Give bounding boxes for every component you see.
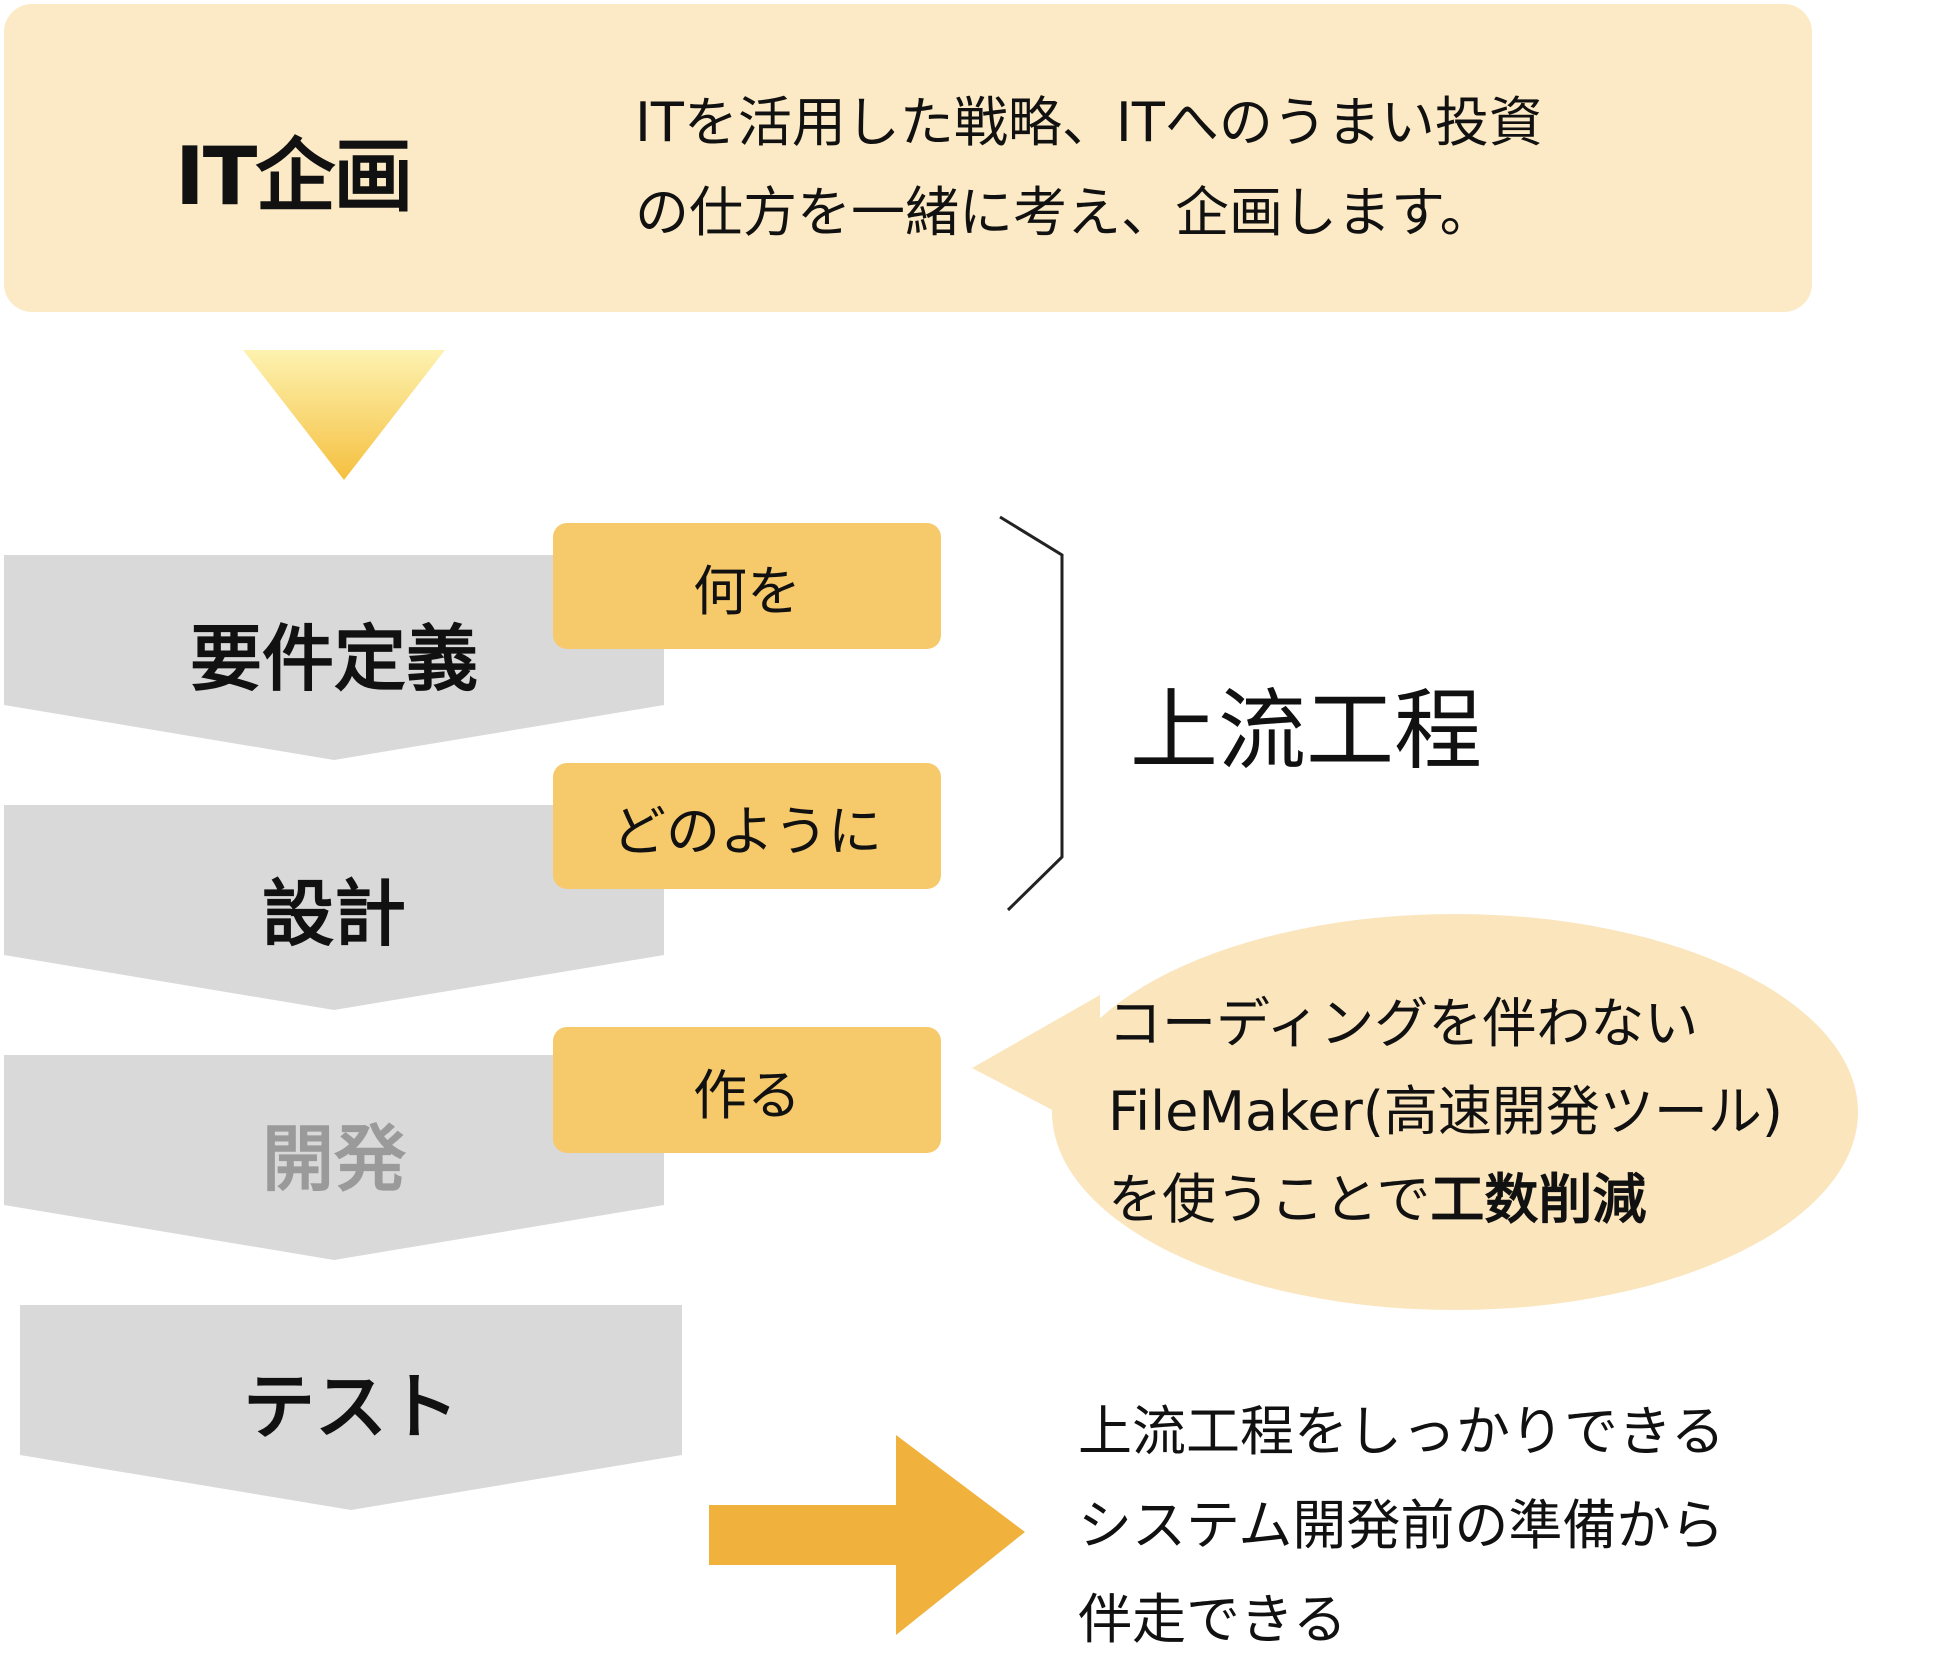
planning-title: IT企画: [175, 130, 413, 223]
tag-what: 何を: [553, 523, 941, 649]
chevron-requirements: [4, 555, 664, 760]
conclusion-line2: システム開発前の準備から: [1078, 1494, 1725, 1557]
conclusion-text: 上流工程をしっかりできる システム開発前の準備から 伴走できる: [1078, 1385, 1725, 1667]
upstream-bracket: [999, 515, 1064, 912]
planning-box: [4, 4, 1812, 312]
step-requirements-label: 要件定義: [189, 617, 478, 701]
down-arrow-triangle: [243, 350, 445, 480]
planning-description: ITを活用した戦略、ITへのうまい投資 の仕方を一緒に考え、企画します。: [635, 78, 1543, 258]
tag-make: 作る: [553, 1027, 941, 1153]
tag-make-label: 作る: [693, 1063, 801, 1127]
conclusion-line1: 上流工程をしっかりできる: [1078, 1400, 1725, 1463]
step-development-label: 開発: [261, 1117, 406, 1201]
conclusion-line3: 伴走できる: [1078, 1588, 1347, 1651]
step-design-label: 設計: [261, 872, 406, 956]
right-arrow: [709, 1435, 1025, 1635]
bubble-text: コーディングを伴わない FileMaker(高速開発ツール) を使うことで工数削…: [1108, 980, 1783, 1244]
tag-how: どのように: [553, 763, 941, 889]
planning-description-line2: の仕方を一緒に考え、企画します。: [635, 181, 1494, 244]
tag-what-label: 何を: [693, 559, 801, 623]
chevron-design: [4, 805, 664, 1010]
bubble-line1: コーディングを伴わない: [1108, 992, 1699, 1055]
speech-bubble: [972, 914, 1858, 1310]
planning-description-line1: ITを活用した戦略、ITへのうまい投資: [635, 91, 1543, 154]
bubble-line3: を使うことで工数削減: [1108, 1156, 1783, 1244]
bubble-line2: FileMaker(高速開発ツール): [1108, 1080, 1783, 1143]
chevron-test: [20, 1305, 682, 1510]
upstream-label: 上流工程: [1130, 679, 1483, 782]
step-test-label: テスト: [242, 1365, 459, 1449]
chevron-development: [4, 1055, 664, 1260]
bubble-line3-prefix: を使うことで: [1108, 1168, 1431, 1231]
tag-how-label: どのように: [612, 799, 882, 863]
bubble-line3-bold: 工数削減: [1430, 1168, 1647, 1231]
